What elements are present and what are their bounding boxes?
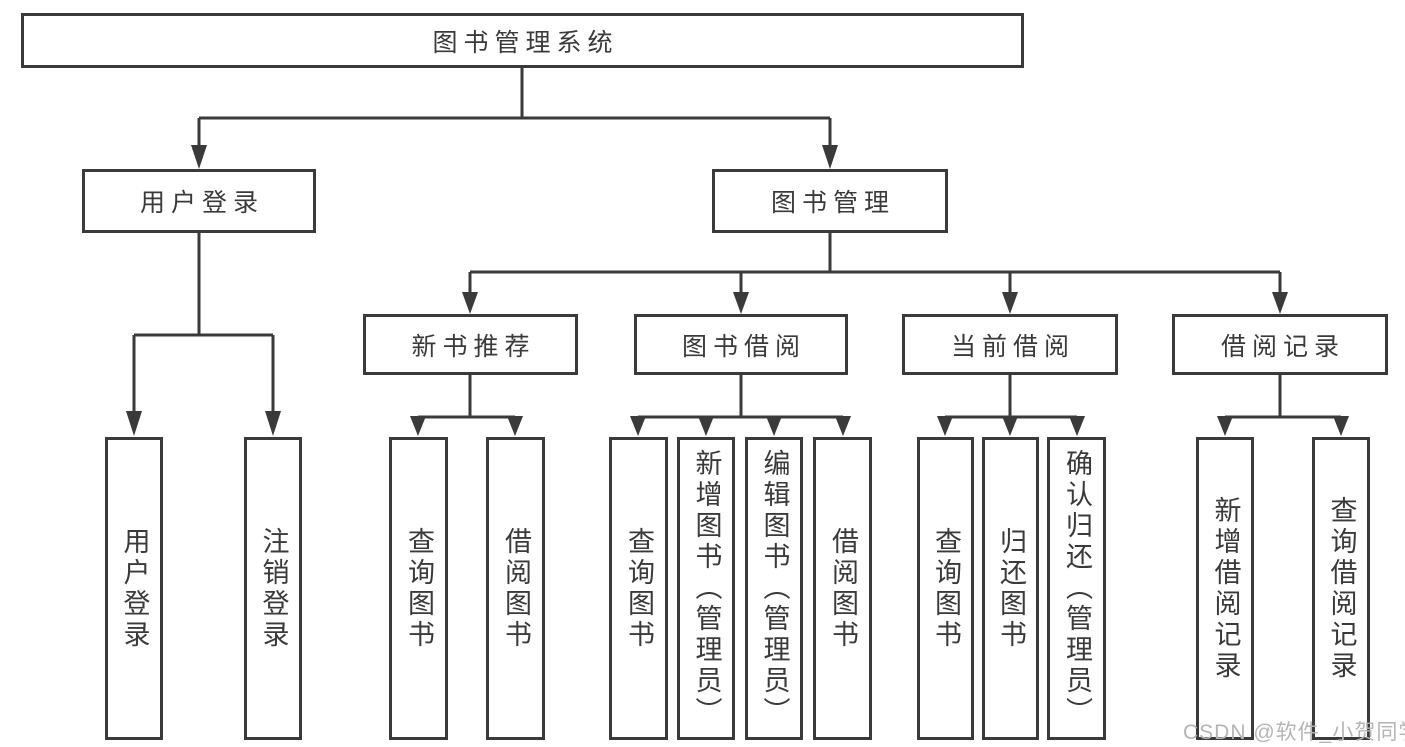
connector-book-mgmt-branch — [468, 233, 1282, 294]
leaf-borrow-edit-books-admin: 编辑图书（管理员） — [745, 437, 803, 740]
leaf-newbook-borrow-books: 借阅图书 — [486, 437, 545, 740]
leaf-records-add-record: 新增借阅记录 — [1196, 437, 1254, 740]
leaf-records-query-record: 查询借阅记录 — [1312, 437, 1370, 740]
leaf-current-query-books: 查询图书 — [917, 437, 974, 740]
leaf-user-login: 用户登录 — [105, 437, 163, 740]
connector-new-book-branch — [418, 375, 515, 419]
node-user-login: 用户登录 — [82, 169, 316, 233]
node-new-book-recommend: 新书推荐 — [363, 314, 578, 375]
leaf-borrow-add-books-admin: 新增图书（管理员） — [677, 437, 735, 740]
leaf-newbook-query-books: 查询图书 — [389, 437, 448, 740]
connector-borrow-records-branch — [1225, 375, 1341, 419]
node-book-borrow: 图书借阅 — [634, 314, 848, 375]
leaf-borrow-borrow-books: 借阅图书 — [813, 437, 872, 740]
node-root-library-system: 图书管理系统 — [21, 13, 1024, 68]
leaf-current-return-books: 归还图书 — [982, 437, 1039, 740]
node-borrow-records: 借阅记录 — [1172, 314, 1388, 375]
connector-current-borrow-branch — [945, 375, 1077, 419]
leaf-current-confirm-return-admin: 确认归还（管理员） — [1047, 437, 1106, 740]
connector-book-borrow-branch — [638, 375, 843, 419]
csdn-watermark: CSDN @软件_小贺同学 — [1183, 721, 1405, 744]
connector-user-login-branch — [132, 233, 275, 414]
connector-root-to-level2 — [197, 68, 832, 148]
node-current-borrow: 当前借阅 — [902, 314, 1118, 375]
node-book-management: 图书管理 — [712, 169, 948, 233]
leaf-logout-login: 注销登录 — [244, 437, 302, 740]
leaf-borrow-query-books: 查询图书 — [609, 437, 668, 740]
